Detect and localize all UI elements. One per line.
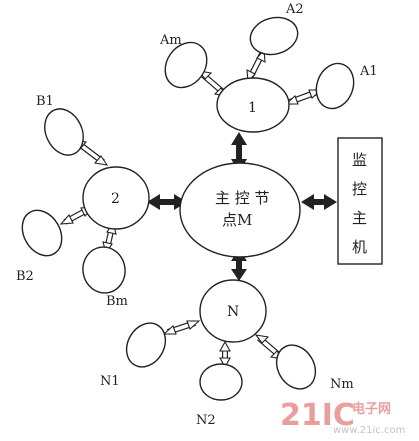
leaf-node-b2 (21, 209, 63, 257)
arrow-a2-1 (246, 48, 266, 84)
leaf-node-a1 (315, 62, 355, 110)
center-label-line1: 主 控 节 (215, 189, 270, 207)
center-label-line2: 点M (222, 211, 252, 229)
leaf-node-bm (82, 246, 126, 294)
monitor-char-4: 机 (352, 238, 367, 256)
monitor-box (337, 137, 383, 265)
sub-node-2 (82, 166, 150, 230)
leaf-node-nm (275, 344, 317, 390)
leaf-node-n1 (125, 322, 167, 368)
arrow-a1-1 (284, 89, 323, 105)
leaf-nodes (21, 16, 355, 401)
node-labels: 主 控 节 点M 监 控 主 机 1 2 N (111, 100, 367, 320)
sub-node-n (199, 279, 267, 343)
leaf-label-bm: Bm (106, 294, 128, 309)
watermark-url: www.21ic.com (333, 425, 405, 436)
monitor-char-3: 主 (352, 209, 367, 227)
leaf-node-a2 (249, 16, 299, 56)
leaf-label-nm: Nm (330, 377, 354, 392)
leaf-label-a1: A1 (359, 64, 378, 79)
leaf-label-am: Am (159, 33, 182, 48)
leaf-label-b1: B1 (36, 94, 54, 109)
sub-node-n-label: N (227, 304, 239, 320)
watermark-brand: 21IC (280, 398, 355, 433)
leaf-label-b2: B2 (16, 269, 34, 284)
leaf-links (59, 48, 323, 369)
arrow-center-monitor (301, 194, 337, 210)
arrow-n1-n (162, 320, 201, 335)
leaf-label-a2: A2 (285, 2, 304, 17)
monitor-char-2: 控 (352, 180, 367, 198)
leaf-node-b1 (44, 108, 84, 156)
sub-node-1 (216, 77, 290, 133)
sub-node-1-label: 1 (248, 100, 257, 116)
leaf-labels: A2 Am A1 B1 B2 Bm N1 N2 Nm (16, 2, 378, 428)
main-nodes (82, 77, 383, 343)
sub-node-2-label: 2 (111, 191, 120, 207)
leaf-node-n2 (199, 363, 243, 401)
leaf-label-n2: N2 (196, 413, 216, 428)
leaf-label-n1: N1 (100, 374, 120, 389)
watermark: 21IC 电子网 www.21ic.com (280, 398, 405, 436)
center-node (179, 162, 301, 258)
leaf-node-am (164, 41, 208, 89)
arrow-n2-n (219, 340, 231, 369)
monitor-char-1: 监 (352, 151, 367, 169)
watermark-cn: 电子网 (352, 401, 391, 417)
